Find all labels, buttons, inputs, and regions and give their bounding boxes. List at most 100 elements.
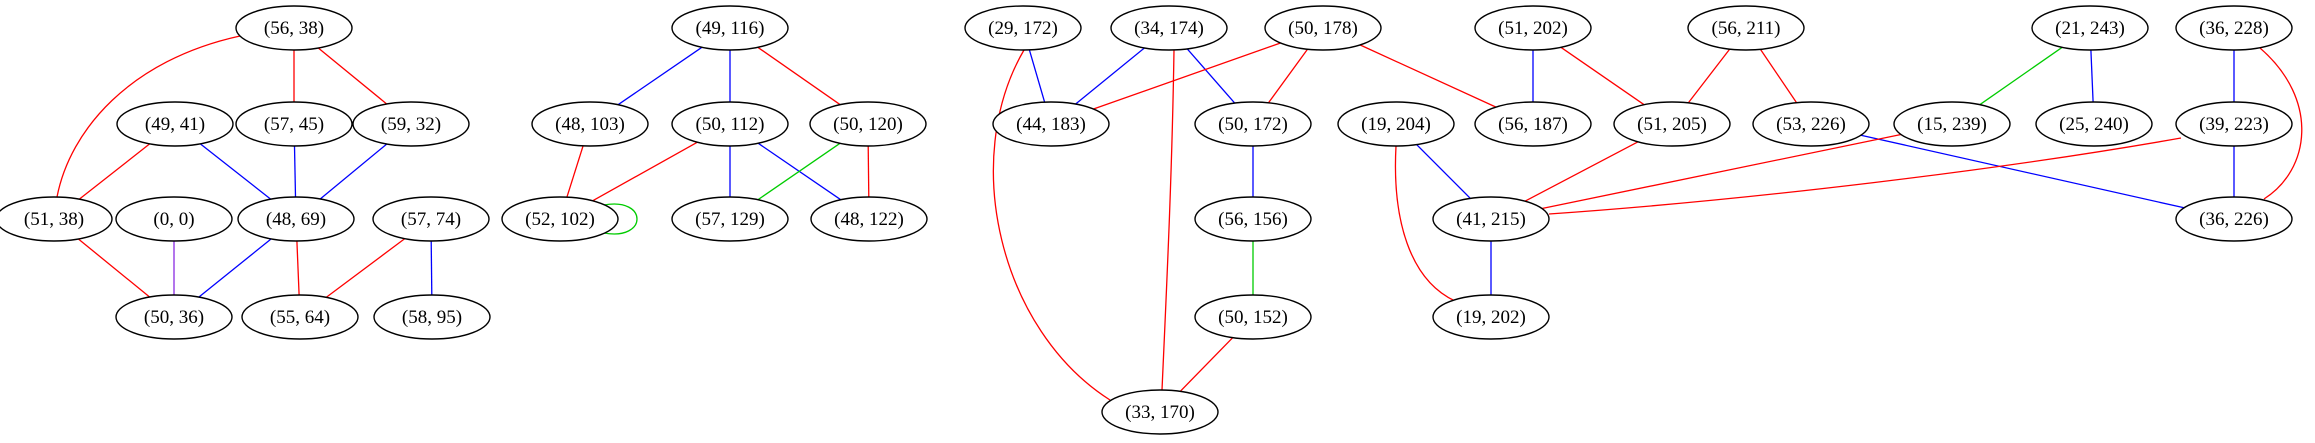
node-ellipse	[1893, 101, 2011, 147]
node-49-41: (49, 41)	[116, 101, 234, 147]
node-ellipse	[1432, 196, 1550, 242]
node-ellipse	[1101, 389, 1219, 435]
node-50-112: (50, 112)	[671, 101, 789, 147]
node-label: (41, 215)	[1456, 209, 1526, 230]
node-48-69: (48, 69)	[237, 196, 355, 242]
node-ellipse	[1194, 294, 1312, 340]
edge-19-204-to-41-215	[1416, 144, 1471, 199]
node-label: (51, 38)	[24, 209, 84, 230]
edge-layer	[56, 35, 2303, 401]
node-label: (57, 129)	[695, 209, 765, 230]
node-label: (39, 223)	[2199, 114, 2269, 135]
node-56-156: (56, 156)	[1194, 196, 1312, 242]
edge-15-239-to-41-215	[1541, 133, 1902, 210]
node-ellipse	[372, 196, 490, 242]
node-label: (48, 69)	[266, 209, 326, 230]
node-50-172: (50, 172)	[1194, 101, 1312, 147]
edge-57-45-to-48-69	[293, 145, 297, 198]
edge-49-116-to-48-103	[617, 46, 703, 106]
edge-48-69-to-50-36	[198, 238, 272, 298]
node-ellipse	[992, 101, 1110, 147]
edge-50-120-to-57-129	[757, 142, 841, 201]
node-label: (44, 183)	[1016, 114, 1086, 135]
node-label: (48, 122)	[834, 209, 904, 230]
node-label: (50, 178)	[1288, 18, 1358, 39]
node-label: (55, 64)	[270, 307, 330, 328]
node-36-228: (36, 228)	[2175, 5, 2293, 51]
node-ellipse	[1337, 101, 1455, 147]
node-48-103: (48, 103)	[531, 101, 649, 147]
node-57-74: (57, 74)	[372, 196, 490, 242]
node-label: (53, 226)	[1776, 114, 1846, 135]
node-ellipse	[531, 101, 649, 147]
edge-21-243-to-15-239	[1979, 46, 2063, 106]
node-ellipse	[2035, 101, 2153, 147]
edge-56-38-to-59-32	[317, 47, 388, 105]
edge-57-74-to-58-95	[430, 240, 433, 296]
node-label: (50, 152)	[1218, 307, 1288, 328]
edge-34-174-to-33-170	[1161, 49, 1175, 391]
node-ellipse	[501, 196, 619, 242]
node-53-226: (53, 226)	[1752, 101, 1870, 147]
edge-19-204-to-19-202	[1394, 145, 1456, 302]
node-50-178: (50, 178)	[1264, 5, 1382, 51]
node-51-205: (51, 205)	[1613, 101, 1731, 147]
node-34-174: (34, 174)	[1110, 5, 1228, 51]
edge-39-223-to-41-215	[1548, 137, 2182, 215]
node-25-240: (25, 240)	[2035, 101, 2153, 147]
node-label: (56, 156)	[1218, 209, 1288, 230]
node-label: (50, 172)	[1218, 114, 1288, 135]
edge-50-120-to-48-122	[867, 145, 870, 198]
node-50-120: (50, 120)	[809, 101, 927, 147]
node-label: (19, 204)	[1361, 114, 1431, 135]
node-ellipse	[809, 101, 927, 147]
edge-49-41-to-48-69	[199, 143, 272, 200]
node-ellipse	[237, 196, 355, 242]
edge-49-41-to-51-38	[78, 143, 151, 200]
node-49-116: (49, 116)	[671, 5, 789, 51]
edge-21-243-to-25-240	[2090, 49, 2094, 103]
node-ellipse	[671, 196, 789, 242]
node-label: (0, 0)	[153, 209, 194, 230]
node-19-202: (19, 202)	[1432, 294, 1550, 340]
edge-56-211-to-53-226	[1759, 48, 1798, 104]
edge-56-211-to-51-205	[1687, 48, 1731, 104]
edge-29-172-to-44-183	[1028, 49, 1046, 103]
edge-50-178-to-50-172	[1267, 48, 1309, 104]
node-label: (49, 116)	[696, 18, 765, 39]
node-label: (21, 243)	[2055, 18, 2125, 39]
edge-50-152-to-33-170	[1179, 337, 1234, 392]
node-36-226: (36, 226)	[2175, 196, 2293, 242]
node-ellipse	[810, 196, 928, 242]
node-label: (56, 187)	[1498, 114, 1568, 135]
node-label: (56, 38)	[264, 18, 324, 39]
edge-53-226-to-36-226	[1860, 134, 2185, 209]
node-label: (57, 74)	[401, 209, 461, 230]
node-ellipse	[2175, 101, 2293, 147]
node-label: (19, 202)	[1456, 307, 1526, 328]
node-ellipse	[2175, 196, 2293, 242]
node-label: (50, 36)	[144, 307, 204, 328]
node-ellipse	[671, 5, 789, 51]
node-label: (48, 103)	[555, 114, 625, 135]
node-52-102: (52, 102)	[501, 196, 619, 242]
node-label: (33, 170)	[1125, 402, 1195, 423]
node-ellipse	[2031, 5, 2149, 51]
edge-56-38-to-51-38	[56, 35, 241, 198]
node-0-0: (0, 0)	[115, 196, 233, 242]
node-label: (34, 174)	[1134, 18, 1204, 39]
edge-36-228-to-36-226	[2259, 47, 2303, 200]
node-ellipse	[0, 196, 113, 242]
node-ellipse	[964, 5, 1082, 51]
node-label: (25, 240)	[2059, 114, 2129, 135]
node-ellipse	[1613, 101, 1731, 147]
node-ellipse	[1687, 5, 1805, 51]
edge-52-102-to-52-102	[603, 203, 638, 235]
node-55-64: (55, 64)	[241, 294, 359, 340]
edge-34-174-to-44-183	[1075, 47, 1145, 105]
node-ellipse	[235, 101, 353, 147]
node-57-45: (57, 45)	[235, 101, 353, 147]
edge-50-178-to-44-183	[1093, 42, 1281, 110]
node-ellipse	[235, 5, 353, 51]
